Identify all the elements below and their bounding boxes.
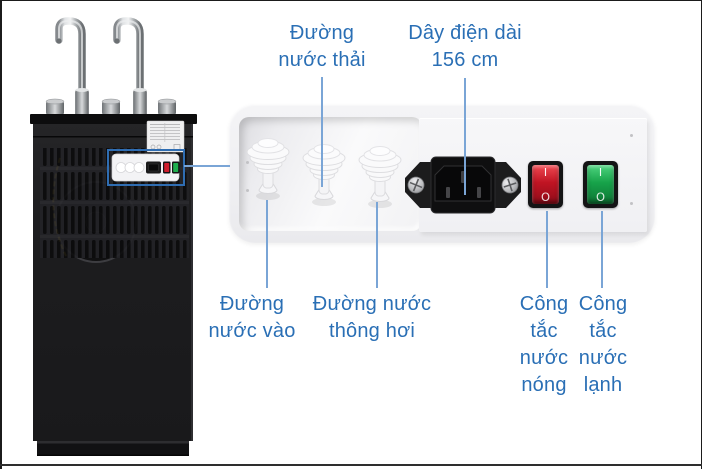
label-line: 156 cm xyxy=(431,49,499,71)
water-connector-waste xyxy=(302,144,346,206)
pipe-collar-left xyxy=(75,88,89,117)
rear-panel-small xyxy=(111,153,180,182)
label-line: nóng xyxy=(521,374,567,396)
label-line: tắc xyxy=(589,320,617,342)
label-line: tắc xyxy=(530,320,558,342)
leader-hot-switch xyxy=(546,211,548,288)
power-inlet-socket xyxy=(405,156,521,214)
hot-switch-on-mark: I xyxy=(543,166,548,179)
label-water-inlet-line: Đường nước vào xyxy=(182,291,322,345)
water-connector-inlet xyxy=(246,138,290,200)
image-border-bottom xyxy=(0,464,702,466)
socket-screw-right xyxy=(501,176,519,194)
hot-switch-off-mark: O xyxy=(540,189,551,204)
label-line: Đường xyxy=(219,293,285,315)
label-cold-water-switch: Công tắc nước lạnh xyxy=(557,291,649,399)
label-power-cord: Dây điện dài 156 cm xyxy=(390,20,540,74)
leader-vent-water xyxy=(376,202,378,288)
label-line: nước vào xyxy=(208,320,296,342)
top-fitting-caps xyxy=(45,98,177,115)
panel-screw xyxy=(630,202,633,205)
pipe-collar-right xyxy=(133,88,147,117)
cabinet-seam xyxy=(33,136,193,138)
leader-cold-switch xyxy=(601,211,603,288)
water-dispenser-rear-view xyxy=(30,17,197,456)
label-line: Đường xyxy=(289,22,355,44)
cold-switch-on-mark: I xyxy=(598,166,603,179)
leader-water-inlet xyxy=(266,200,268,288)
label-line: nước xyxy=(578,347,628,369)
rear-panel-enlarged: I O I O xyxy=(229,104,655,243)
image-border-left xyxy=(0,0,2,469)
gooseneck-pipe-left xyxy=(55,17,86,120)
gooseneck-pipe-right xyxy=(113,17,144,120)
label-hot-water-switch: Công tắc nước nóng xyxy=(498,291,590,399)
image-border-top xyxy=(0,0,702,1)
panel-screw xyxy=(246,161,249,164)
label-line: Công xyxy=(578,293,628,315)
socket-screw-left xyxy=(407,176,425,194)
panel-screw xyxy=(246,189,249,192)
panel-screw xyxy=(630,134,633,137)
hot-water-rocker-switch: I O xyxy=(528,161,563,208)
callout-box xyxy=(107,149,185,186)
cabinet-base xyxy=(37,441,189,456)
leader-callout xyxy=(184,165,230,167)
water-connector-vent xyxy=(358,146,402,208)
label-line: nước xyxy=(519,347,569,369)
label-line: Dây điện dài xyxy=(408,22,522,44)
cold-water-rocker-switch: I O xyxy=(583,161,618,208)
cold-switch-off-mark: O xyxy=(595,189,606,204)
label-vent-water-line: Đường nước thông hơi xyxy=(302,291,442,345)
leader-power-cord xyxy=(464,78,466,195)
spec-sticker xyxy=(146,120,185,153)
leader-waste-water xyxy=(321,77,323,187)
label-line: nước thải xyxy=(278,49,366,71)
label-line: Đường nước xyxy=(312,293,432,315)
label-waste-water-line: Đường nước thải xyxy=(247,20,397,74)
cabinet-edge-highlight xyxy=(191,124,193,441)
label-line: thông hơi xyxy=(328,320,416,342)
label-line: Công xyxy=(519,293,569,315)
label-line: lạnh xyxy=(583,374,623,396)
